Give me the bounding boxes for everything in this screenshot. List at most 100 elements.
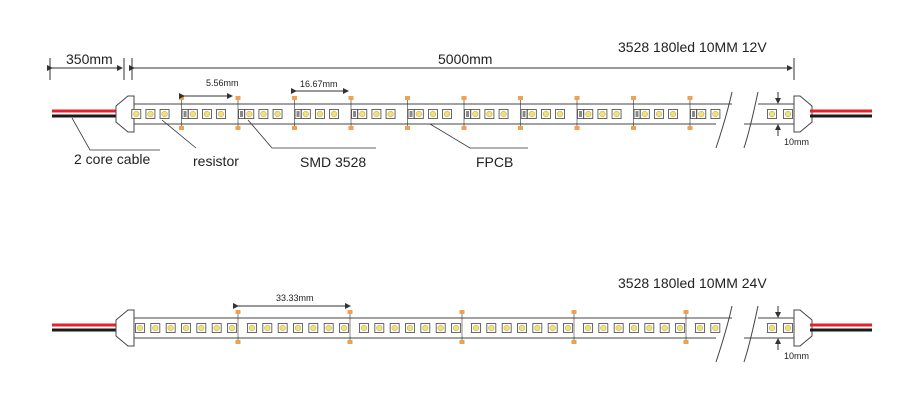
resistor [464, 109, 471, 119]
smd-led [783, 109, 793, 119]
smd-led [486, 323, 497, 333]
cut-mark [235, 310, 241, 344]
smd-led [470, 109, 481, 119]
strip-12v-right-cable [793, 95, 872, 133]
smd-led [357, 109, 368, 119]
smd-led [202, 109, 212, 119]
smd-led [181, 323, 191, 333]
smd-led [339, 323, 349, 333]
strip-24v-dimensions: 3528 180led 10MM 24V 33.33mm 10mm [233, 275, 809, 361]
smd-led [696, 109, 707, 119]
smd-led [526, 109, 537, 119]
smd-led [541, 109, 551, 119]
smd-led [315, 109, 325, 119]
smd-led [159, 109, 170, 119]
smd-led [783, 323, 793, 333]
smd-led [293, 323, 303, 333]
smd-led [471, 323, 481, 333]
smd-led [405, 323, 415, 333]
dim-total-length: 5000mm [438, 51, 492, 67]
smd-led [644, 323, 655, 333]
smd-led [371, 109, 382, 119]
smd-led [501, 323, 512, 333]
cut-mark [292, 96, 297, 130]
smd-led [597, 109, 608, 119]
smd-led [272, 109, 283, 119]
resistor [294, 109, 302, 119]
smd-led [165, 323, 176, 333]
smd-led [211, 323, 222, 333]
smd-led [547, 323, 558, 333]
strip-12v [52, 91, 872, 149]
cut-mark [571, 310, 577, 344]
smd-led [216, 109, 226, 119]
strip-24v-right-cable [793, 309, 872, 347]
cut-mark [687, 96, 693, 130]
smd-led [258, 109, 269, 119]
resistor [633, 109, 641, 119]
smd-led [131, 109, 142, 119]
smd-led [413, 109, 424, 119]
resistor [407, 109, 415, 119]
cut-mark [405, 96, 410, 130]
smd-led [196, 323, 207, 333]
callout-smd: SMD 3528 [300, 154, 366, 170]
cut-mark [461, 96, 467, 130]
strip-12v-title: 3528 180led 10MM 12V [618, 39, 767, 55]
strip-24v [52, 305, 872, 363]
strip-12v-callouts: 2 core cable resistor SMD 3528 FPCB [71, 117, 528, 170]
smd-led [385, 109, 396, 119]
smd-led [598, 323, 609, 333]
strip-12v-left-cable [52, 95, 135, 133]
cut-mark [683, 310, 689, 344]
smd-led [767, 109, 777, 119]
resistor [690, 109, 697, 119]
smd-led [389, 323, 400, 333]
resistor [520, 109, 528, 119]
smd-led [451, 323, 461, 333]
smd-led [695, 323, 705, 333]
smd-led [484, 109, 495, 119]
smd-led [435, 323, 446, 333]
smd-led [639, 109, 650, 119]
callout-resistor: resistor [193, 153, 239, 169]
callout-fpcb: FPCB [476, 154, 513, 170]
smd-led [563, 323, 573, 333]
smd-led [187, 109, 198, 119]
strip-24v-components [135, 310, 793, 344]
smd-led [517, 323, 527, 333]
smd-led [710, 109, 721, 119]
smd-led [659, 323, 670, 333]
smd-led [308, 323, 319, 333]
smd-led [498, 109, 509, 119]
smd-led [555, 109, 565, 119]
smd-led [710, 323, 721, 333]
smd-led [654, 109, 664, 119]
smd-led [428, 109, 438, 119]
strip-12v-dimensions: 350mm 5000mm 3528 180led 10MM 12V 5.56mm… [47, 39, 809, 147]
resistor [238, 109, 245, 119]
cut-mark [631, 96, 636, 130]
smd-led [244, 109, 255, 119]
strip-12v-body [128, 91, 800, 149]
strip-24v-body [128, 305, 800, 363]
strip-12v-components [131, 96, 793, 130]
smd-led [442, 109, 452, 119]
smd-led [767, 323, 777, 333]
smd-led [227, 323, 237, 333]
smd-led [611, 109, 622, 119]
cut-mark [347, 310, 353, 344]
smd-led [262, 323, 273, 333]
smd-led [420, 323, 431, 333]
strip-24v-title: 3528 180led 10MM 24V [618, 275, 767, 291]
cut-mark [235, 96, 241, 130]
smd-led [277, 323, 288, 333]
dim-strip-width: 10mm [784, 137, 809, 147]
resistor [577, 109, 584, 119]
resistor [181, 109, 189, 119]
smd-led [135, 323, 145, 333]
smd-led [329, 109, 339, 119]
cut-mark [574, 96, 580, 130]
smd-led [583, 323, 593, 333]
smd-led [145, 109, 156, 119]
